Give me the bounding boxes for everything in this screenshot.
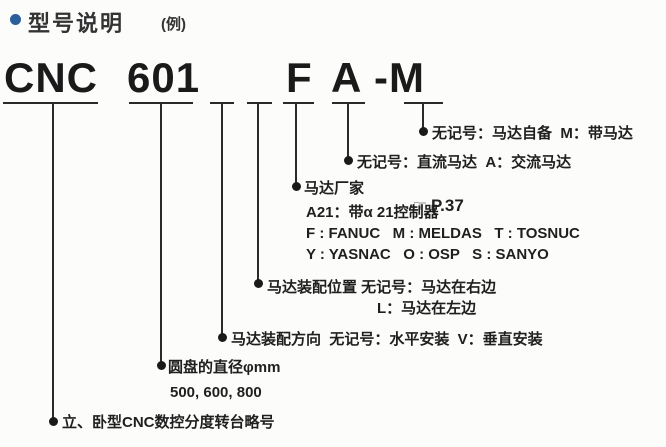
segment-underline-blank-slot <box>210 102 234 104</box>
callout-motor-maker-options-row1: F : FANUC M : MELDAS T : TOSNUC <box>306 225 580 242</box>
callout-bullet-icon <box>157 361 166 370</box>
model-segment-prefix: CNC <box>4 54 98 101</box>
callout-series-abbreviation: 立、卧型CNC数控分度转台略号 <box>62 414 275 431</box>
leader-line-series <box>49 104 58 426</box>
leader-line-mount-position <box>254 104 263 288</box>
callout-bullet-icon <box>419 127 428 136</box>
model-segment-maker: F <box>286 54 313 101</box>
callout-disc-diameter-values: 500, 600, 800 <box>170 384 262 401</box>
section-bullet-icon <box>10 14 21 25</box>
callout-bullet-icon <box>292 182 301 191</box>
callout-motor-maker-title: 马达厂家 <box>304 180 365 197</box>
callout-disc-diameter: 圆盘的直径φmm <box>168 359 281 376</box>
page-reference: ☞P.37 <box>396 179 464 234</box>
callout-motor-current-type: 无记号：直流马达 A：交流马达 <box>357 154 572 171</box>
leader-line-motor-included <box>419 104 428 136</box>
leader-line-current-type <box>344 104 353 165</box>
segment-underline <box>129 102 193 104</box>
callout-motor-included: 无记号：马达自备 M：带马达 <box>432 125 633 142</box>
callout-bullet-icon <box>218 333 227 342</box>
model-segment-motor: -M <box>374 54 425 101</box>
page-reference-number: P.37 <box>431 196 464 215</box>
segment-underline <box>3 102 98 104</box>
leader-line-mount-direction <box>218 104 227 342</box>
segment-underline <box>332 102 365 104</box>
pointing-hand-icon: ☞ <box>412 198 428 215</box>
callout-motor-maker-option-a21: A21：带α 21控制器 <box>306 204 439 221</box>
callout-motor-maker-options-row2: Y : YASNAC O : OSP S : SANYO <box>306 246 549 263</box>
segment-underline <box>283 102 314 104</box>
model-segment-size: 601 <box>127 54 201 101</box>
segment-underline-blank-slot <box>247 102 272 104</box>
leader-line-diameter <box>157 104 166 370</box>
callout-motor-mount-position-left-option: L：马达在左边 <box>377 300 477 317</box>
leader-line-maker <box>292 104 301 191</box>
section-title: 型号说明 <box>28 11 125 36</box>
callout-bullet-icon <box>344 156 353 165</box>
callout-bullet-icon <box>254 279 263 288</box>
callout-motor-mount-position: 马达装配位置 无记号：马达在右边 <box>267 279 497 296</box>
callout-motor-mount-direction: 马达装配方向 无记号：水平安装 V：垂直安装 <box>231 331 543 348</box>
callout-bullet-icon <box>49 417 58 426</box>
model-segment-current: A <box>331 54 363 101</box>
section-example-note: (例) <box>161 16 186 33</box>
segment-underline <box>404 102 443 104</box>
